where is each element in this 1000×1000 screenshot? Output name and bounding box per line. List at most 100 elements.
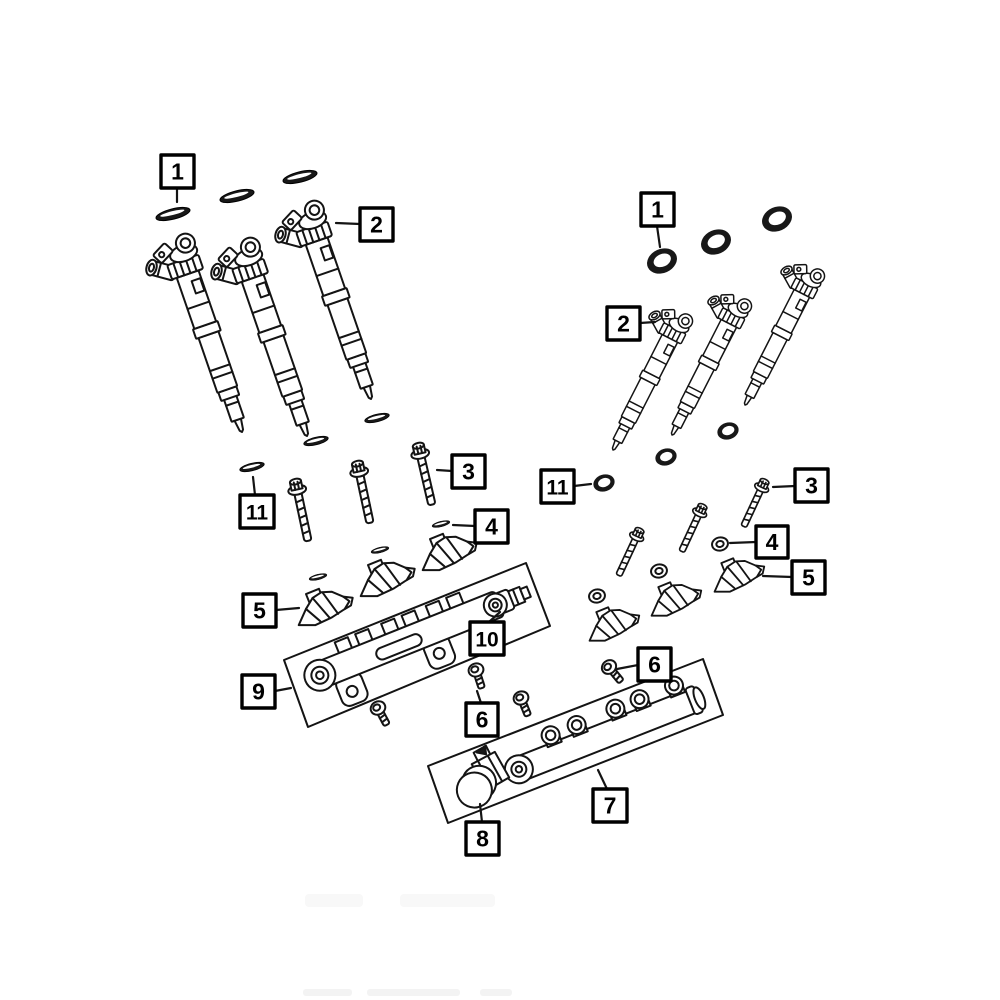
callout-number: 3 xyxy=(805,473,818,499)
callout-box xyxy=(636,646,673,683)
fuel-rail-left xyxy=(303,585,532,707)
callout-box xyxy=(591,787,629,824)
injector-cups xyxy=(540,675,687,749)
injector-oring xyxy=(642,243,682,279)
callout-7: 7 xyxy=(591,768,629,824)
rail-screw xyxy=(598,656,628,688)
watermark-artifact xyxy=(305,894,363,907)
rail-screw xyxy=(367,697,395,730)
group-outline-right-rail xyxy=(427,658,724,824)
callout-number: 8 xyxy=(476,826,489,852)
callout-11-left: 11 xyxy=(238,475,276,530)
callout-6-left: 6 xyxy=(464,689,500,738)
injector-clamp xyxy=(352,551,420,602)
callout-number: 11 xyxy=(246,502,269,525)
callout-box xyxy=(468,620,506,657)
callout-box xyxy=(605,305,642,342)
fuel-pressure-sensor xyxy=(482,585,532,618)
callout-leader-line xyxy=(728,540,758,545)
injector-oring xyxy=(696,224,736,260)
injector-clamp xyxy=(581,599,645,646)
callout-leader-line xyxy=(334,221,362,226)
washer xyxy=(709,534,731,554)
callout-box xyxy=(358,206,395,243)
injector-seal xyxy=(238,459,266,475)
callout-5-left: 5 xyxy=(241,592,301,629)
fuel-rail-right xyxy=(455,675,707,809)
callout-4-right: 4 xyxy=(728,524,790,560)
callout-2-left: 2 xyxy=(334,206,395,243)
callout-box xyxy=(464,820,501,857)
callout-leader-line xyxy=(251,475,257,497)
callout-box xyxy=(790,559,827,596)
injector-clamp xyxy=(414,525,482,576)
callout-8: 8 xyxy=(464,802,501,857)
callout-box xyxy=(450,453,487,490)
callout-box xyxy=(793,467,830,504)
callout-3-left: 3 xyxy=(435,453,487,490)
injector-seal xyxy=(154,204,192,224)
callout-leader-line xyxy=(771,484,797,489)
callout-leader-line xyxy=(475,689,483,705)
callout-leader-line xyxy=(435,468,454,473)
callout-leader-line xyxy=(596,768,609,791)
callout-number: 11 xyxy=(546,477,569,500)
callout-number: 1 xyxy=(171,159,184,185)
washer xyxy=(586,586,608,606)
mounting-bolt xyxy=(407,439,442,508)
injector-seal xyxy=(218,186,256,206)
washer xyxy=(431,518,451,530)
watermark-artifact xyxy=(480,989,512,996)
callout-box xyxy=(464,701,500,738)
callout-leader-line xyxy=(572,482,593,488)
callout-number: 4 xyxy=(766,529,779,555)
callout-11-right: 11 xyxy=(539,468,593,505)
callout-number: 2 xyxy=(370,212,383,238)
washer xyxy=(370,544,390,556)
callout-number: 4 xyxy=(485,514,498,540)
callout-number: 1 xyxy=(651,197,664,223)
callout-10: 10 xyxy=(468,610,506,657)
rail-screw xyxy=(510,688,537,720)
callout-box xyxy=(473,508,510,545)
injector-seal xyxy=(281,167,319,187)
callout-number: 2 xyxy=(617,311,630,337)
mounting-bolt xyxy=(674,500,712,556)
mounting-bolt xyxy=(736,475,774,531)
callout-5-right: 5 xyxy=(761,559,827,596)
callout-leader-line xyxy=(451,523,477,528)
mounting-bolt xyxy=(611,524,649,580)
callout-leader-line xyxy=(615,663,640,671)
callout-box xyxy=(159,153,196,190)
injector-oring xyxy=(591,471,617,495)
watermark-artifact xyxy=(303,989,352,996)
mounting-bolt xyxy=(285,476,318,544)
callout-leader-line xyxy=(761,574,794,579)
callout-box xyxy=(241,592,278,629)
callout-9: 9 xyxy=(240,673,293,710)
callout-number: 5 xyxy=(253,598,266,624)
callout-box xyxy=(754,524,790,560)
callout-box xyxy=(639,191,676,228)
callout-box xyxy=(539,468,576,505)
callout-2-right: 2 xyxy=(605,305,657,342)
injector-oring xyxy=(715,419,741,443)
callout-leader-line xyxy=(478,802,484,824)
watermark-artifact xyxy=(400,894,495,907)
callout-layer: 1 2 11 3 4 5 9 10 6 6 7 8 1 2 11 3 4 5 xyxy=(159,153,830,857)
rail-screw xyxy=(465,660,491,692)
callout-number: 9 xyxy=(252,679,265,705)
callout-1-left: 1 xyxy=(159,153,196,204)
callout-number: 7 xyxy=(604,793,617,819)
group-outline-left-rail xyxy=(283,562,551,728)
callout-6-right: 6 xyxy=(615,646,673,683)
callout-leader-line xyxy=(655,224,662,249)
injector-clamp xyxy=(643,574,707,621)
watermark-artifact xyxy=(367,989,460,996)
injector-seal xyxy=(363,410,391,426)
callout-leader-line xyxy=(273,686,293,693)
callout-number: 10 xyxy=(475,629,498,652)
pressure-valve xyxy=(455,744,511,809)
callout-1-right: 1 xyxy=(639,191,676,249)
